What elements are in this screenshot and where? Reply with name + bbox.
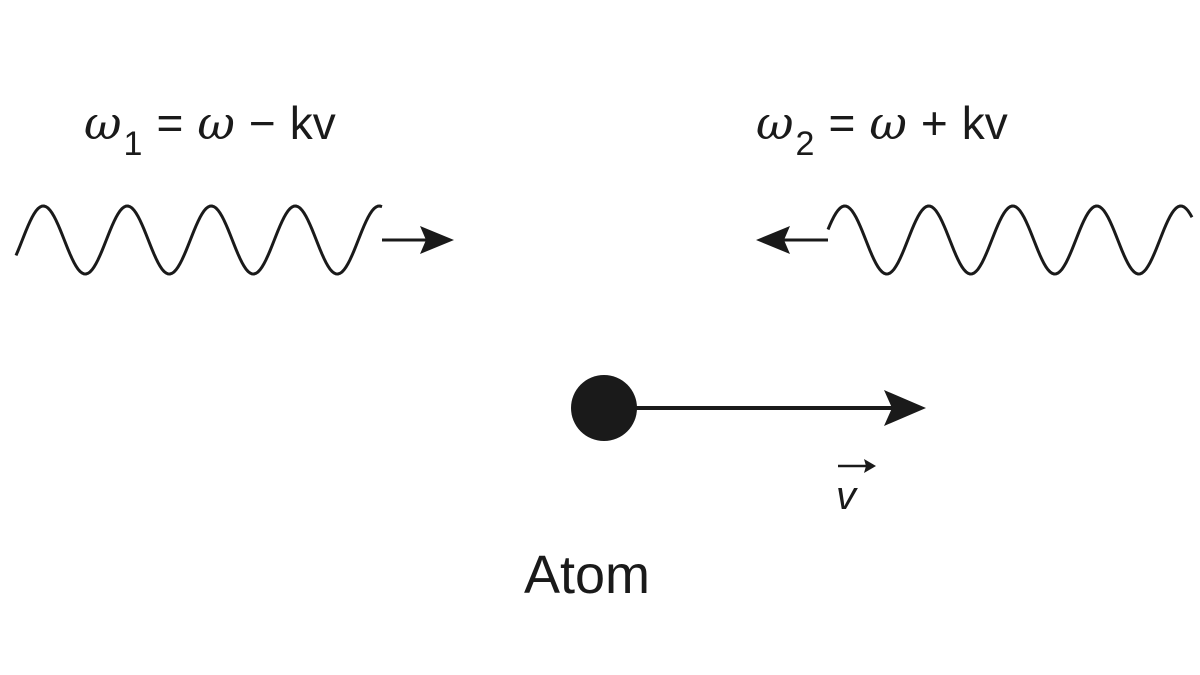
equals-sign: = xyxy=(828,97,856,149)
right-wave-arrowhead xyxy=(756,226,790,254)
subscript-2: 2 xyxy=(795,125,815,163)
subscript-1: 1 xyxy=(123,125,143,163)
omega-symbol: ω xyxy=(84,96,122,150)
vector-overarrow-head xyxy=(864,459,876,473)
velocity-label: v xyxy=(836,474,856,518)
equals-sign: = xyxy=(156,97,184,149)
omega-symbol: ω xyxy=(197,96,235,150)
kv-term: kv xyxy=(289,97,336,149)
plus-sign: + xyxy=(920,97,948,149)
kv-term: kv xyxy=(961,97,1008,149)
right-laser-wave xyxy=(826,204,1194,276)
omega-symbol: ω xyxy=(869,96,907,150)
atom-label: Atom xyxy=(524,545,651,605)
right-frequency-equation: ω2=ω+kv xyxy=(756,97,1008,161)
minus-sign: − xyxy=(248,97,276,149)
left-laser-wave xyxy=(14,204,383,276)
velocity-arrowhead xyxy=(884,390,926,426)
atom-dot xyxy=(571,375,637,441)
left-frequency-equation: ω1=ω−kv xyxy=(84,97,336,161)
omega-symbol: ω xyxy=(756,96,794,150)
left-wave-arrowhead xyxy=(420,226,454,254)
